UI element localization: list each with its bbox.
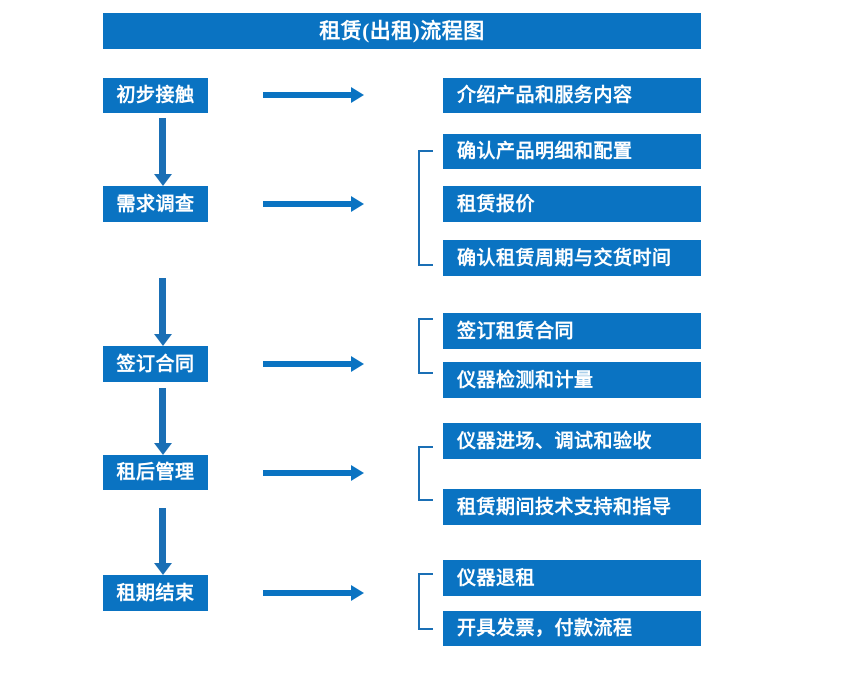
- bracket-sign-contract-group: [418, 318, 433, 374]
- vertical-arrow-survey-to-contract: [152, 278, 174, 346]
- vertical-arrow-initial-to-survey: [152, 118, 174, 186]
- horizontal-arrow-sign-contract: [263, 354, 364, 374]
- detail-box-sign-rental-contract[interactable]: 签订租赁合同: [443, 313, 701, 349]
- stage-box-sign-contract[interactable]: 签订合同: [103, 346, 208, 382]
- horizontal-arrow-initial-contact: [263, 85, 364, 105]
- detail-box-instrument-return[interactable]: 仪器退租: [443, 560, 701, 596]
- stage-box-needs-survey[interactable]: 需求调查: [103, 186, 208, 222]
- stage-box-post-rental-management[interactable]: 租后管理: [103, 455, 208, 490]
- horizontal-arrow-post-rental-management: [263, 463, 364, 483]
- diagram-title: 租赁(出租)流程图: [103, 13, 701, 49]
- vertical-arrow-management-to-end: [152, 508, 174, 575]
- stage-box-initial-contact[interactable]: 初步接触: [103, 78, 208, 113]
- detail-box-introduce-products[interactable]: 介绍产品和服务内容: [443, 78, 701, 113]
- bracket-rental-end-group: [418, 573, 433, 630]
- vertical-arrow-contract-to-management: [152, 388, 174, 455]
- stage-box-rental-end[interactable]: 租期结束: [103, 575, 208, 611]
- horizontal-arrow-rental-end: [263, 583, 364, 603]
- detail-box-instrument-inspection[interactable]: 仪器检测和计量: [443, 362, 701, 398]
- detail-box-confirm-product-details[interactable]: 确认产品明细和配置: [443, 134, 701, 169]
- detail-box-instrument-delivery-commissioning[interactable]: 仪器进场、调试和验收: [443, 423, 701, 459]
- detail-box-rental-quotation[interactable]: 租赁报价: [443, 186, 701, 222]
- horizontal-arrow-needs-survey: [263, 194, 364, 214]
- detail-box-invoice-payment[interactable]: 开具发票，付款流程: [443, 611, 701, 646]
- bracket-needs-survey-group: [418, 150, 433, 266]
- detail-box-confirm-rental-period[interactable]: 确认租赁周期与交货时间: [443, 240, 701, 276]
- bracket-post-rental-group: [418, 446, 433, 501]
- detail-box-technical-support[interactable]: 租赁期间技术支持和指导: [443, 489, 701, 525]
